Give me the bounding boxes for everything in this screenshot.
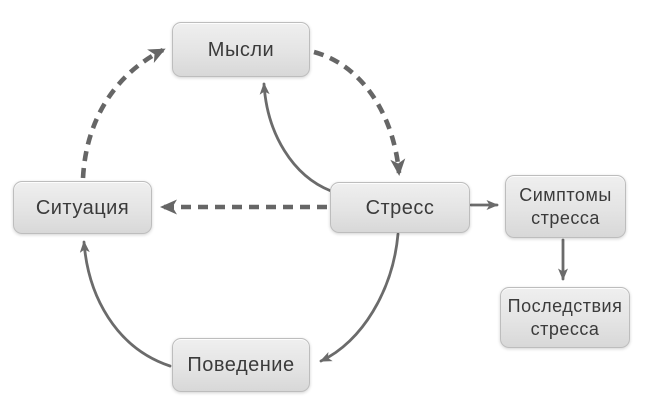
node-stress-consequences-label-line1: Последствия bbox=[507, 296, 623, 316]
node-stress-consequences-label-line2: стресса bbox=[530, 318, 600, 339]
node-situation-label: Ситуация bbox=[35, 196, 130, 219]
node-behavior: Поведение bbox=[172, 338, 310, 392]
edge-stress-to-behavior bbox=[319, 232, 400, 363]
edge-situation-to-thoughts bbox=[80, 47, 166, 179]
node-stress-label: Стресс bbox=[365, 196, 435, 219]
node-stress-consequences: Последствия стресса bbox=[500, 287, 630, 348]
node-thoughts: Мысли bbox=[172, 22, 310, 77]
edge-behavior-to-situation bbox=[79, 240, 172, 368]
node-stress-symptoms-label-line1: Симптомы bbox=[519, 185, 612, 205]
node-stress-symptoms-label-line2: стресса bbox=[531, 207, 600, 228]
edge-stress-to-thoughts bbox=[259, 82, 333, 193]
node-stress: Стресс bbox=[330, 182, 470, 233]
node-stress-symptoms: Симптомы стресса bbox=[505, 175, 626, 238]
node-situation: Ситуация bbox=[13, 181, 152, 234]
edge-thoughts-to-stress bbox=[313, 49, 406, 176]
node-behavior-label: Поведение bbox=[187, 354, 295, 376]
node-thoughts-label: Мысли bbox=[207, 38, 275, 61]
